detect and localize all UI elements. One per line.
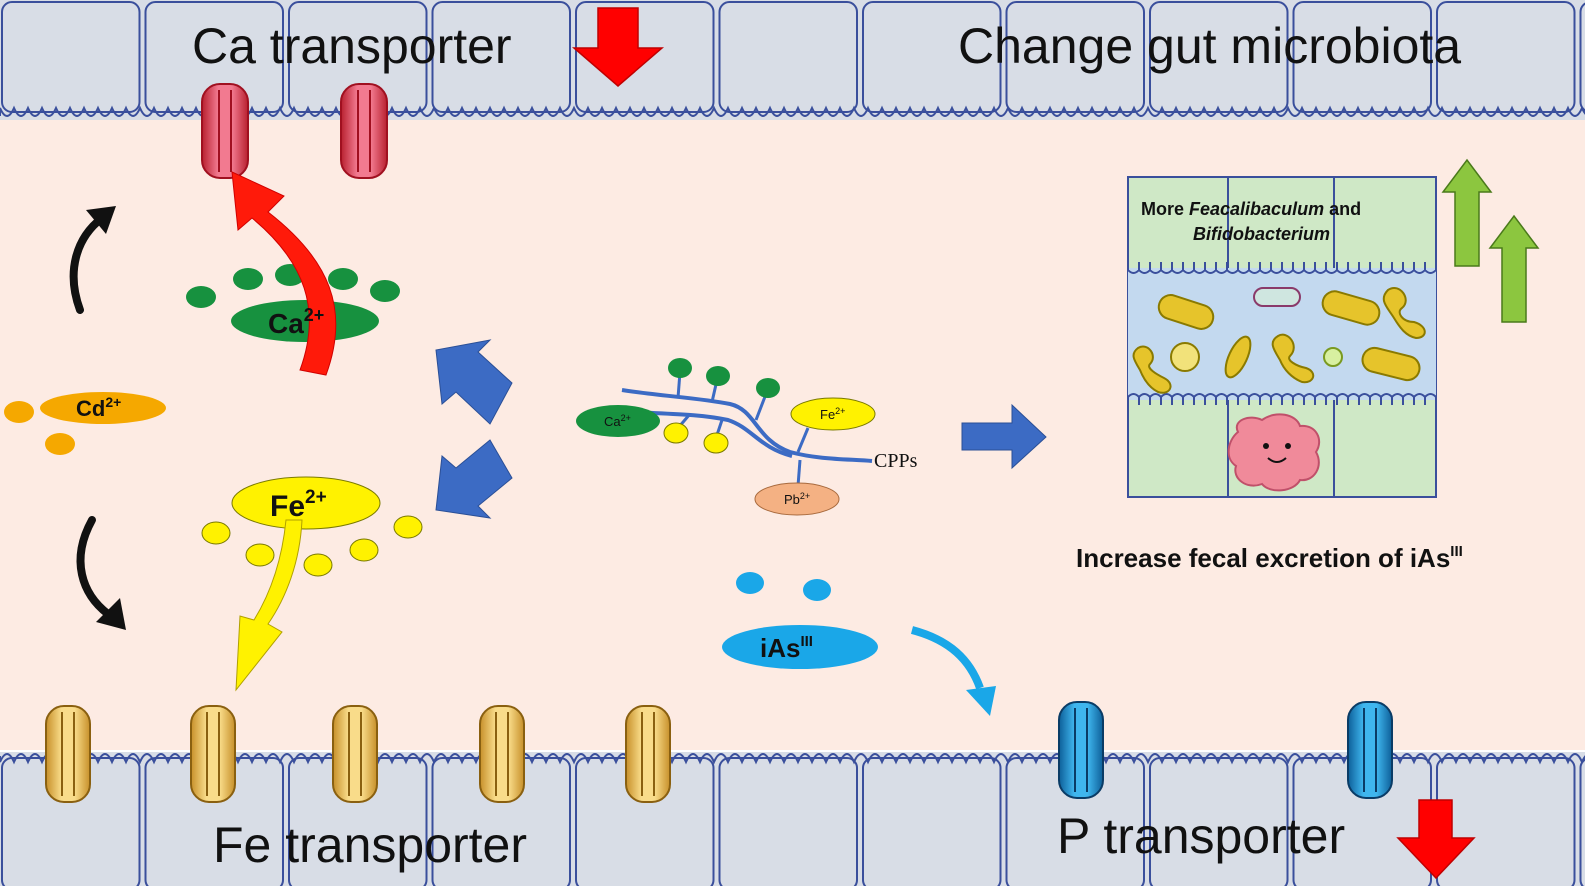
cpp-ca-label: Ca2+ bbox=[604, 413, 631, 429]
ca-ion-dots bbox=[186, 264, 400, 308]
cd-competition-arrow-up bbox=[69, 206, 116, 314]
epithelial-cell bbox=[862, 757, 1002, 886]
p-channel bbox=[1347, 701, 1393, 799]
p-transporter-label: P transporter bbox=[1057, 808, 1345, 864]
change-gut-microbiota-label: Change gut microbiota bbox=[958, 18, 1461, 74]
epithelial-cell bbox=[1, 1, 141, 113]
cpp-pb-badge bbox=[754, 482, 840, 516]
fe-channel bbox=[45, 705, 91, 803]
ca-transporter-label: Ca transporter bbox=[192, 18, 512, 74]
cpp-pb-label: Pb2+ bbox=[784, 491, 810, 507]
microbiota-description-genus: Bifidobacterium bbox=[1193, 224, 1330, 244]
bottom-epithelium bbox=[0, 752, 1585, 886]
fe-channel bbox=[190, 705, 236, 803]
cpps-molecule bbox=[576, 358, 876, 516]
ias-ion-badge bbox=[722, 625, 878, 669]
ias-to-p-transporter-arrow bbox=[910, 626, 996, 716]
cpp-to-microbiota-arrow bbox=[961, 403, 1047, 470]
ca-channel bbox=[201, 83, 249, 179]
ca-ion-label: Ca2+ bbox=[268, 305, 324, 339]
epithelial-cell bbox=[1292, 1, 1432, 113]
epithelial-cell bbox=[718, 1, 858, 113]
ias-ion-label: iAsIII bbox=[760, 633, 813, 663]
p-channel-group bbox=[1058, 701, 1393, 799]
cpp-ca-badge bbox=[576, 405, 660, 437]
p-channel bbox=[1058, 701, 1104, 799]
cpp-fe-badge bbox=[790, 397, 876, 431]
fe-channel bbox=[479, 705, 525, 803]
bacteria-icons bbox=[1132, 287, 1426, 394]
epithelial-cell bbox=[1436, 1, 1576, 113]
epithelial-cell bbox=[1579, 2, 1585, 112]
intestine-mascot-icon bbox=[1227, 413, 1321, 492]
fe-channel bbox=[625, 705, 671, 803]
ca-channel bbox=[340, 83, 388, 179]
up-arrow-icon bbox=[1441, 158, 1493, 267]
ca-ion-badge bbox=[231, 300, 379, 342]
top-epithelium bbox=[0, 0, 1585, 120]
epithelial-cell bbox=[1149, 1, 1289, 113]
epithelial-cell bbox=[718, 757, 858, 886]
cd-ion-label: Cd2+ bbox=[76, 394, 121, 421]
fe-ion-badge bbox=[231, 476, 381, 530]
ca-to-transporter-arrow bbox=[231, 171, 337, 376]
down-arrow-icon bbox=[571, 7, 665, 87]
increase-fecal-excretion-label: Increase fecal excretion of iAsIII bbox=[1076, 543, 1463, 573]
fe-to-transporter-arrow bbox=[235, 519, 303, 692]
cd-ion-dots bbox=[4, 401, 75, 455]
epithelial-cell bbox=[1436, 757, 1576, 886]
epithelial-cell bbox=[862, 1, 1002, 113]
cpp-to-ca-arrow bbox=[435, 339, 513, 425]
cd-competition-arrow-down bbox=[76, 516, 126, 630]
fe-transporter-label: Fe transporter bbox=[213, 817, 527, 873]
cd-ion-badge bbox=[40, 392, 166, 424]
up-arrow-icon bbox=[1488, 214, 1540, 323]
cpp-to-fe-arrow bbox=[435, 439, 513, 519]
epithelial-cell bbox=[1579, 758, 1585, 886]
fe-channel bbox=[332, 705, 378, 803]
ias-ion-dots bbox=[736, 572, 831, 601]
down-arrow-icon bbox=[1396, 799, 1476, 880]
cpp-fe-label: Fe2+ bbox=[820, 406, 845, 422]
microbiota-description: More Feacalibaculum and bbox=[1141, 199, 1361, 219]
fe-channel-group bbox=[45, 705, 671, 803]
epithelial-cell bbox=[1149, 757, 1289, 886]
cpps-label: CPPs bbox=[874, 450, 918, 472]
fe-ion-label: Fe2+ bbox=[270, 487, 327, 523]
fe-ion-dots bbox=[201, 515, 423, 577]
